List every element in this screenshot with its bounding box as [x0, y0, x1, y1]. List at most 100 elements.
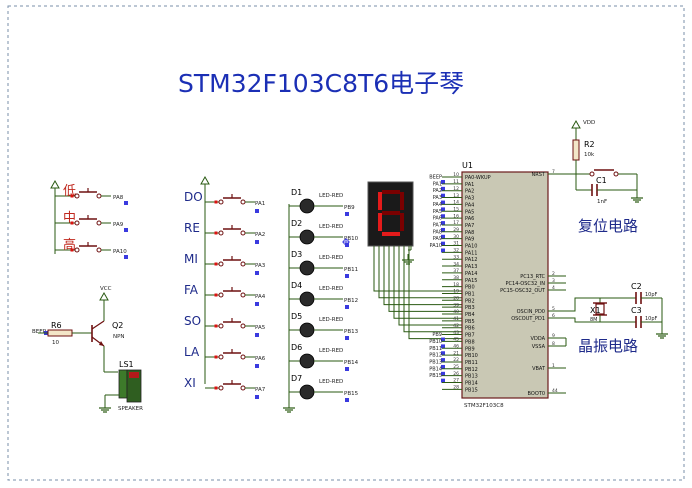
vcc-label: VCC — [100, 286, 112, 292]
mcu-pin-name: PA12 — [465, 257, 477, 263]
net-marker — [345, 212, 349, 216]
c1-ref: C1 — [596, 176, 607, 185]
mcu-pin-number: 29 — [453, 227, 459, 233]
mcu-pin-number: 20 — [453, 296, 459, 302]
net-marker — [255, 364, 259, 368]
mcu-pin-number: 4 — [552, 285, 555, 291]
c2-ref: C2 — [631, 282, 642, 291]
octave-label-2: 高 — [63, 237, 76, 253]
mcu-pin-name: PB8 — [465, 339, 475, 345]
led-icon — [299, 291, 315, 307]
segment-g — [382, 211, 400, 215]
pin-marker — [214, 231, 218, 235]
mcu-pin-name: BOOT0 — [528, 391, 545, 397]
mcu-net-label: PB9 — [432, 332, 442, 338]
mcu-pin-number: 25 — [453, 364, 459, 370]
mcu-net-label: PA8 — [433, 229, 442, 235]
r6-value: 10 — [52, 340, 59, 346]
mcu-pin-name: PA1 — [465, 182, 474, 188]
net-marker — [441, 200, 445, 205]
net-marker — [345, 367, 349, 371]
mcu-pin-number: 33 — [453, 254, 459, 260]
mcu-net-label: PA3 — [433, 195, 442, 201]
net-marker — [255, 302, 259, 306]
net-marker — [255, 209, 259, 213]
mcu-pin-name: PC13_RTC — [520, 274, 545, 280]
crystal-circuit-label: 晶振电路 — [578, 337, 638, 355]
mcu-pin-name: PA0-WKUP — [465, 175, 491, 181]
mcu-pin-name: PC14-OSC32_IN — [506, 281, 546, 287]
net-marker — [255, 333, 259, 337]
mcu-pin-number: 42 — [453, 323, 459, 329]
switch-contact — [589, 171, 595, 177]
mcu-chip — [461, 171, 549, 399]
switch-contact — [218, 261, 224, 267]
mcu-pin-number: 14 — [453, 200, 459, 206]
mcu-pin-name: PA11 — [465, 250, 477, 256]
switch-contact — [218, 354, 224, 360]
switch-contact — [218, 199, 224, 205]
mcu-pin-name: NRST — [532, 172, 546, 178]
net-marker — [441, 337, 445, 342]
ls1-type: SPEAKER — [118, 406, 143, 412]
pin-marker — [214, 355, 218, 359]
mcu-pin-number: 31 — [453, 241, 459, 247]
speaker-cone-detail — [129, 372, 139, 378]
mcu-pin-number: 18 — [453, 282, 459, 288]
mcu-net-label: PA2 — [433, 188, 442, 194]
r2-ref: R2 — [584, 140, 595, 149]
mcu-pin-number: 30 — [453, 234, 459, 240]
mcu-net-label: PA1 — [433, 181, 442, 187]
led-net-label: PB15 — [344, 391, 359, 397]
mcu-pin-number: 43 — [453, 330, 459, 336]
net-marker — [441, 214, 445, 219]
led-ref: D5 — [291, 312, 302, 321]
mcu-pin-number: 28 — [453, 385, 459, 391]
mcu-pin-number: 37 — [453, 268, 459, 274]
display-bus-wire — [398, 256, 462, 326]
segment-d — [382, 232, 400, 236]
c2-value: 10pF — [645, 292, 658, 298]
led-ref: D1 — [291, 188, 302, 197]
mcu-pin-name: PB15 — [465, 387, 478, 393]
mcu-pin-name: VBAT — [532, 366, 546, 372]
vcc-arrow-icon — [99, 291, 109, 301]
mcu-pin-number: 32 — [453, 248, 459, 254]
mcu-pin-number: 3 — [552, 278, 555, 284]
mcu-pin-number: 2 — [552, 271, 555, 277]
octave-label-0: 低 — [63, 184, 76, 199]
net-marker — [345, 305, 349, 309]
net-marker — [441, 344, 445, 349]
reset-circuit-label: 复位电路 — [578, 217, 638, 235]
mcu-pin-name: VDDA — [531, 336, 546, 342]
led-net-label: PB12 — [344, 298, 358, 304]
mcu-pin-name: PA10 — [465, 244, 477, 250]
led-ref: D2 — [291, 219, 302, 228]
led-net-label: PB11 — [344, 267, 358, 273]
mcu-pin-name: PB7 — [465, 333, 475, 339]
mcu-pin-number: 15 — [453, 206, 459, 212]
mcu-net-label: PB12 — [429, 353, 442, 359]
led-ref: D6 — [291, 343, 302, 352]
ls1-ref: LS1 — [119, 360, 134, 369]
mcu-pin-name: PB11 — [465, 360, 478, 366]
switch-contact — [74, 193, 80, 199]
net-marker — [441, 371, 445, 376]
mcu-pin-name: PA14 — [465, 271, 477, 277]
mcu-pin-number: 10 — [453, 172, 459, 178]
mcu-pin-name: PB3 — [465, 305, 475, 311]
led-part: LED-RED — [319, 317, 343, 323]
q2-type: NPN — [113, 334, 125, 340]
mcu-net-label: PB10 — [429, 339, 442, 345]
display-bus-wire — [378, 256, 462, 299]
net-marker — [345, 398, 349, 402]
switch-contact — [74, 220, 80, 226]
mcu-net-label: PA10 — [430, 243, 442, 249]
mcu-pin-number: 38 — [453, 275, 459, 281]
led-net-label: PB10 — [344, 236, 359, 242]
octave-net-label: PA9 — [113, 222, 124, 228]
display-bus-wire — [403, 256, 462, 333]
mcu-pin-number: 17 — [453, 220, 459, 226]
note-label-1: RE — [184, 221, 200, 235]
